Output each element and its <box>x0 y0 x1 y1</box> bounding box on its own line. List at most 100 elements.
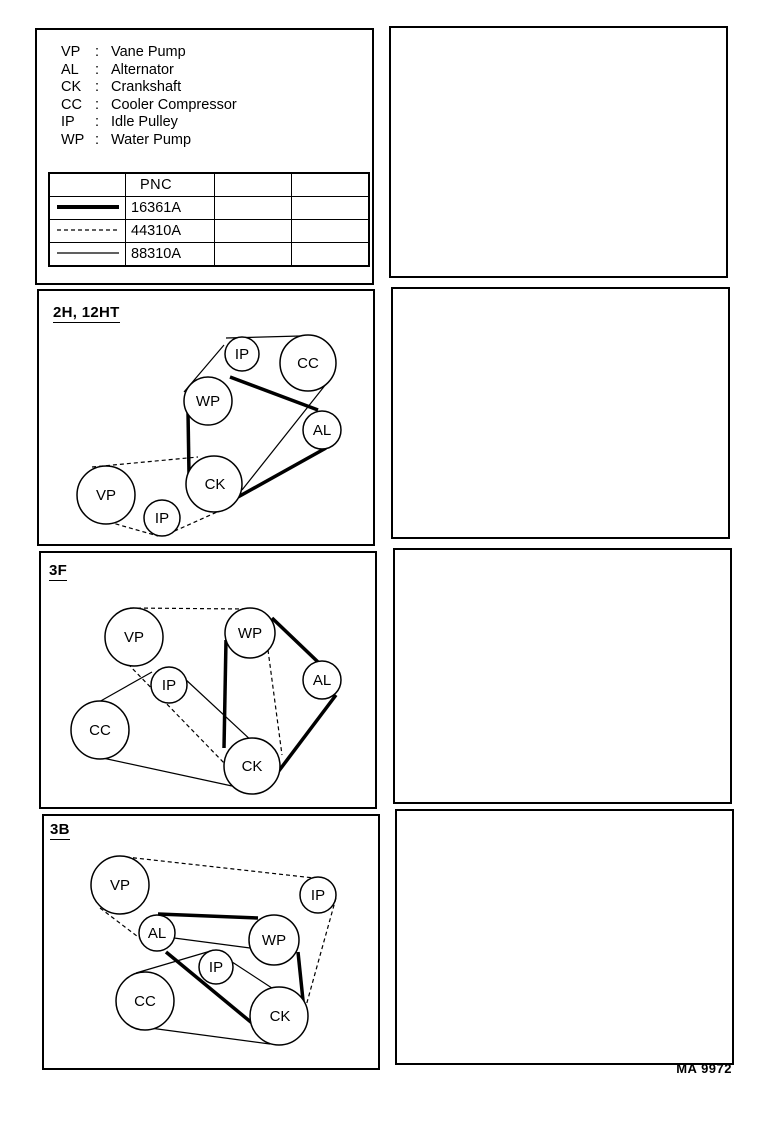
belt-dashed <box>127 663 227 766</box>
legend-name: Vane Pump <box>111 44 186 60</box>
thin-line-icon <box>56 252 119 254</box>
table-cell <box>214 196 292 220</box>
table-cell <box>214 242 292 267</box>
diagram-panel-3f: 3F <box>39 551 377 809</box>
pulley-vp <box>104 607 164 667</box>
legend-code: IP <box>61 114 75 131</box>
pulley-label: AL <box>313 672 331 689</box>
belt-thick <box>186 411 191 475</box>
belt-thin <box>149 1027 271 1045</box>
table-cell <box>291 242 370 267</box>
belt-thin <box>173 937 251 949</box>
pulley-label: IP <box>311 887 325 904</box>
legend-colon: : <box>95 114 100 131</box>
legend-code: CC <box>61 96 82 113</box>
belt-dashed <box>267 649 283 756</box>
pulley-ck <box>223 737 281 795</box>
pnc-value: 16361A <box>125 196 215 220</box>
belt-thick <box>237 446 327 499</box>
empty-panel <box>391 287 730 539</box>
pulley-al <box>302 660 342 700</box>
legend-code: CK <box>61 79 82 96</box>
pulley-label: AL <box>148 925 166 942</box>
belt-thick <box>164 950 260 1030</box>
diagram-3f-labels: VP WP IP AL CC CK <box>89 625 331 775</box>
legend-colon: : <box>95 44 100 60</box>
pulley-label: IP <box>209 959 223 976</box>
legend-name: Crankshaft <box>111 79 182 96</box>
pulley-label: VP <box>110 877 130 894</box>
pulley-ip <box>150 666 188 704</box>
pulley-al <box>138 914 176 952</box>
legend-panel: VP:Vane Pump AL:Alternator CK:Crankshaft… <box>35 28 374 285</box>
engine-label: 3F <box>49 562 68 581</box>
pulley-label: WP <box>262 932 286 949</box>
empty-panel <box>389 26 728 278</box>
pulley-label: CC <box>89 722 111 739</box>
pnc-value: 44310A <box>125 219 215 243</box>
pnc-value: 88310A <box>125 242 215 267</box>
pulley-vp <box>90 855 150 915</box>
pulley-label: WP <box>196 393 220 410</box>
legend-code: VP <box>61 44 81 60</box>
pulley-label: CC <box>134 993 156 1010</box>
engine-label: 2H, 12HT <box>53 304 120 323</box>
legend-colon: : <box>95 79 100 96</box>
belt-thick <box>222 639 228 749</box>
legend-name: Idle Pulley <box>111 114 178 131</box>
pulley-label: WP <box>238 625 262 642</box>
diagram-3f <box>70 607 342 795</box>
table-cell <box>48 172 126 197</box>
pulley-label: IP <box>235 346 249 363</box>
diagram-3b <box>90 855 337 1046</box>
belt-thick <box>157 912 259 920</box>
pulley-al <box>302 410 342 450</box>
legend-name: Water Pump <box>111 131 192 148</box>
belt-dashed <box>129 607 247 610</box>
table-cell <box>291 219 370 243</box>
line-sample-dashed <box>48 219 126 243</box>
pulley-ip <box>224 336 260 372</box>
table-row: 44310A <box>48 219 370 243</box>
table-row: 88310A <box>48 242 370 267</box>
pulley-label: CK <box>205 476 226 493</box>
pnc-table: PNC 16361A 44310A 88310A <box>48 172 370 267</box>
pulley-ip <box>299 876 337 914</box>
belt-thick <box>229 375 319 412</box>
pulley-label: AL <box>313 422 331 439</box>
figure-code: MA 9972 <box>676 1061 732 1076</box>
belt-dashed <box>91 456 199 468</box>
pulley-vp <box>76 465 136 525</box>
pulley-label: IP <box>162 677 176 694</box>
empty-panel <box>393 548 732 804</box>
pnc-header: PNC <box>125 172 215 197</box>
belt-thin <box>135 949 215 974</box>
pulley-label: CK <box>242 758 263 775</box>
legend-colon: : <box>95 61 100 78</box>
pulley-wp <box>224 607 276 659</box>
pulley-label: VP <box>96 487 116 504</box>
pulley-ip <box>143 499 181 537</box>
diagram-2h-12ht <box>76 334 342 537</box>
pulley-label: IP <box>155 510 169 527</box>
thick-line-icon <box>56 205 119 209</box>
pulley-wp <box>183 376 233 426</box>
legend-colon: : <box>95 131 100 148</box>
pulley-cc <box>279 334 337 392</box>
pulley-cc <box>70 700 130 760</box>
belt-dashed <box>305 897 337 1007</box>
diagram-3b-labels: VP IP AL WP IP CC CK <box>110 877 325 1025</box>
pulley-label: VP <box>124 629 144 646</box>
dashed-line-icon <box>56 229 119 231</box>
empty-panel <box>395 809 734 1065</box>
belt-thin <box>225 957 279 993</box>
pulley-ck <box>185 455 243 513</box>
pulley-wp <box>248 914 300 966</box>
belt-thick <box>270 693 338 782</box>
legend-code: WP <box>61 131 85 148</box>
pulley-ck <box>249 986 309 1046</box>
pulley-label: CK <box>270 1008 291 1025</box>
engine-label: 3B <box>50 821 70 840</box>
legend-name: Cooler Compressor <box>111 96 237 113</box>
